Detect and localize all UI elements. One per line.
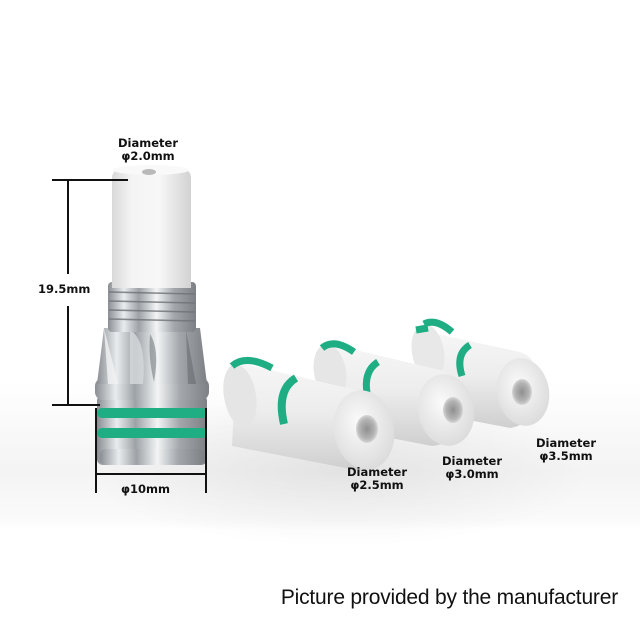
- o-ring-upper: [97, 408, 207, 418]
- tip-1-diameter-title: Diameter: [347, 465, 407, 479]
- ceramic-tip-1: [223, 357, 395, 470]
- main-tip-bore: [142, 169, 156, 175]
- tip-2-diameter-label: Diameter φ3.0mm: [442, 455, 502, 481]
- tip-3-diameter-value: φ3.5mm: [539, 449, 593, 463]
- tip-3-diameter-label: Diameter φ3.5mm: [536, 437, 596, 463]
- o-ring-lower: [97, 428, 207, 438]
- manufacturer-caption: Picture provided by the manufacturer: [280, 586, 618, 609]
- main-tip-diameter-value: φ2.0mm: [121, 149, 175, 163]
- main-tip-diameter-title: Diameter: [118, 136, 178, 150]
- tip-3-bore: [512, 379, 532, 405]
- ceramic-tip-3: [411, 318, 550, 428]
- base-diameter-value: φ10mm: [121, 482, 170, 496]
- tip-1-diameter-value: φ2.5mm: [350, 478, 404, 492]
- tip-3-diameter-title: Diameter: [536, 436, 596, 450]
- tip-2-diameter-value: φ3.0mm: [445, 467, 499, 481]
- tip-1-bore: [356, 415, 378, 443]
- height-value: 19.5mm: [38, 282, 91, 296]
- main-tip-diameter-label: Diameter φ2.0mm: [118, 137, 178, 163]
- tip-1-diameter-label: Diameter φ2.5mm: [347, 466, 407, 492]
- tip-2-diameter-title: Diameter: [442, 454, 502, 468]
- base-diameter-label: φ10mm: [121, 483, 170, 496]
- dimension-lines: [52, 179, 207, 493]
- main-drip-tip: [95, 165, 209, 465]
- tip-2-bore: [443, 397, 463, 423]
- height-label: 19.5mm: [38, 283, 90, 296]
